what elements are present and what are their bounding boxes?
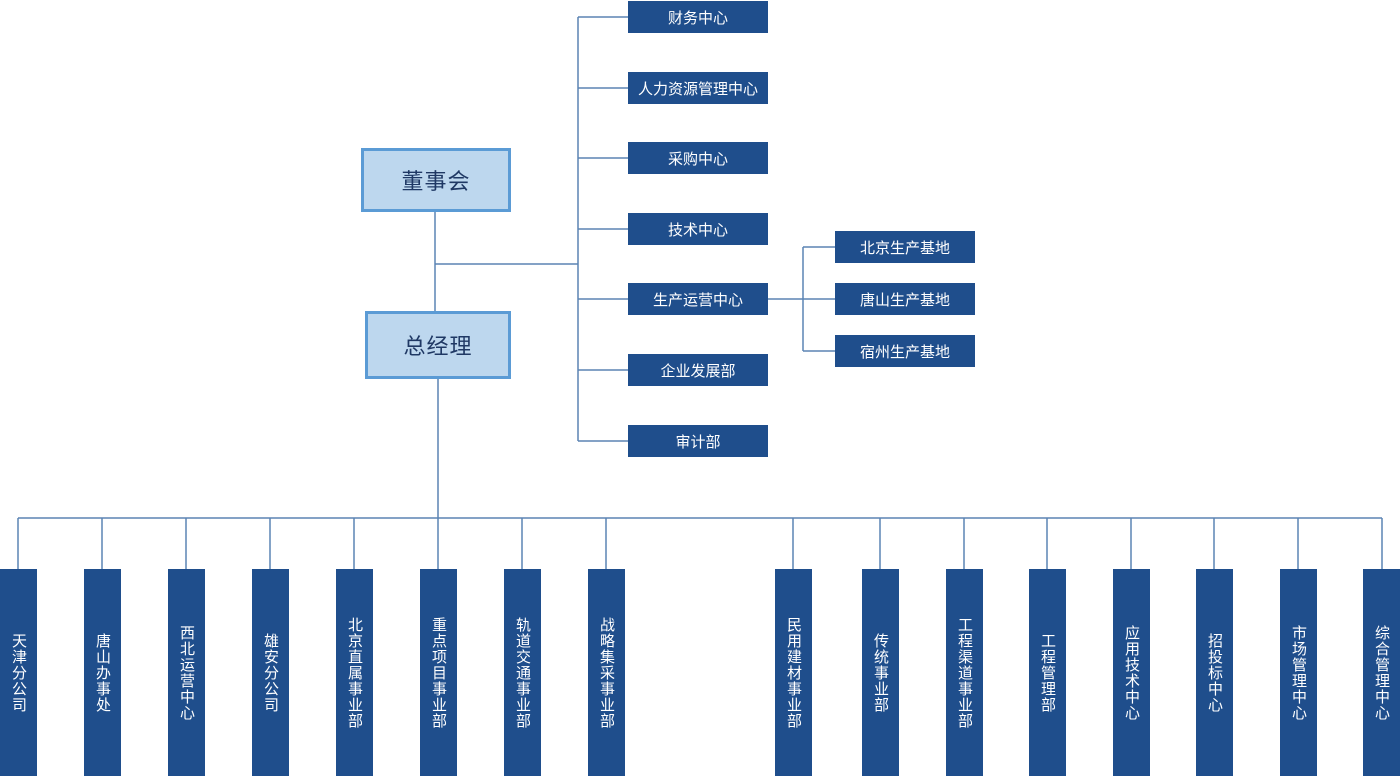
branch-applied-technology[interactable]: 应用技术中心 <box>1113 569 1150 776</box>
general-manager-label: 总经理 <box>403 335 473 360</box>
branch-label: 招投标中心 <box>1206 632 1224 713</box>
branch-label: 工程管理部 <box>1039 632 1057 713</box>
branch-label: 战略集采事业部 <box>598 616 616 729</box>
dept-procurement-center[interactable]: 采购中心 <box>628 142 768 174</box>
branch-label: 西北运营中心 <box>178 624 196 721</box>
base-tangshan[interactable]: 唐山生产基地 <box>835 283 975 315</box>
dept-label: 财务中心 <box>667 8 728 27</box>
branch-label: 工程渠道事业部 <box>956 616 974 729</box>
branch-label: 传统事业部 <box>872 632 890 713</box>
branch-tangshan-office[interactable]: 唐山办事处 <box>84 569 121 776</box>
base-label: 唐山生产基地 <box>859 290 950 309</box>
dept-label: 采购中心 <box>667 149 728 168</box>
branch-general-management[interactable]: 综合管理中心 <box>1363 569 1400 776</box>
branch-label: 天津分公司 <box>10 632 28 713</box>
board-node[interactable]: 董事会 <box>361 148 511 212</box>
branch-label: 市场管理中心 <box>1290 624 1308 721</box>
dept-label: 生产运营中心 <box>652 290 743 309</box>
branch-tianjin[interactable]: 天津分公司 <box>0 569 37 776</box>
branch-key-projects[interactable]: 重点项目事业部 <box>420 569 457 776</box>
dept-production-operations-center[interactable]: 生产运营中心 <box>628 283 768 315</box>
dept-label: 审计部 <box>675 432 721 451</box>
branch-label: 民用建材事业部 <box>785 616 803 729</box>
branch-engineering-channel[interactable]: 工程渠道事业部 <box>946 569 983 776</box>
branch-xiongan[interactable]: 雄安分公司 <box>252 569 289 776</box>
dept-label: 企业发展部 <box>660 361 736 380</box>
branch-northwest-operations[interactable]: 西北运营中心 <box>168 569 205 776</box>
general-manager-node[interactable]: 总经理 <box>365 311 511 379</box>
dept-enterprise-development[interactable]: 企业发展部 <box>628 354 768 386</box>
base-label: 北京生产基地 <box>859 238 950 257</box>
base-suzhou[interactable]: 宿州生产基地 <box>835 335 975 367</box>
branch-market-management[interactable]: 市场管理中心 <box>1280 569 1317 776</box>
branch-label: 唐山办事处 <box>94 632 112 713</box>
branch-label: 雄安分公司 <box>262 632 280 713</box>
dept-finance-center[interactable]: 财务中心 <box>628 1 768 33</box>
branch-strategic-procurement[interactable]: 战略集采事业部 <box>588 569 625 776</box>
base-label: 宿州生产基地 <box>859 342 950 361</box>
dept-technology-center[interactable]: 技术中心 <box>628 213 768 245</box>
branch-label: 应用技术中心 <box>1123 624 1141 721</box>
branch-civil-building-materials[interactable]: 民用建材事业部 <box>775 569 812 776</box>
branch-bidding-center[interactable]: 招投标中心 <box>1196 569 1233 776</box>
branch-label: 轨道交通事业部 <box>514 616 532 729</box>
branch-rail-transit[interactable]: 轨道交通事业部 <box>504 569 541 776</box>
branch-label: 北京直属事业部 <box>346 616 364 729</box>
dept-label: 人力资源管理中心 <box>637 79 758 98</box>
branch-label: 重点项目事业部 <box>430 616 448 729</box>
dept-label: 技术中心 <box>667 220 728 239</box>
dept-audit[interactable]: 审计部 <box>628 425 768 457</box>
board-label: 董事会 <box>401 170 471 195</box>
branch-label: 综合管理中心 <box>1373 624 1391 721</box>
branch-beijing-direct[interactable]: 北京直属事业部 <box>336 569 373 776</box>
branch-traditional[interactable]: 传统事业部 <box>862 569 899 776</box>
base-beijing[interactable]: 北京生产基地 <box>835 231 975 263</box>
branch-engineering-management[interactable]: 工程管理部 <box>1029 569 1066 776</box>
dept-hr-center[interactable]: 人力资源管理中心 <box>628 72 768 104</box>
